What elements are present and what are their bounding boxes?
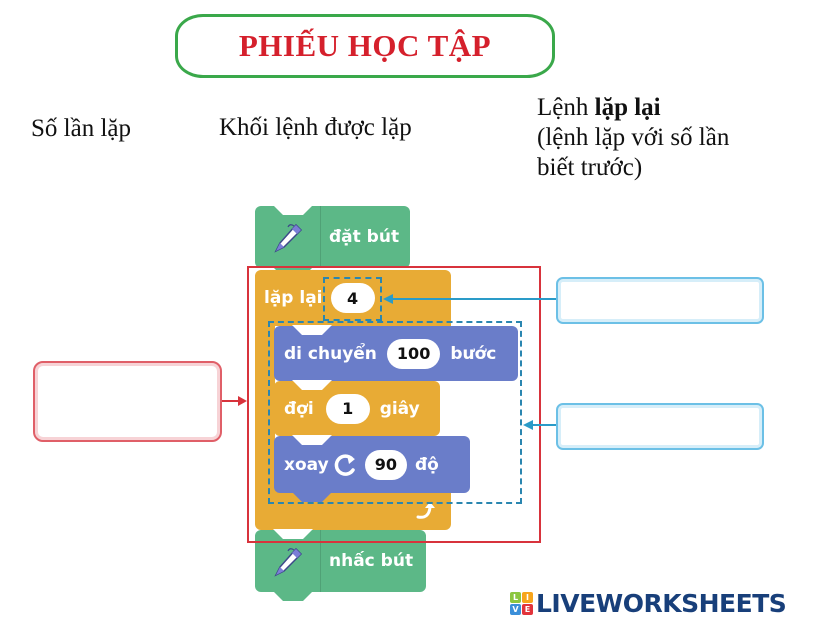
- block-move: di chuyển 100 bước: [274, 326, 518, 381]
- block-turn-unit: độ: [414, 454, 439, 475]
- logo-tile-i: I: [522, 592, 533, 603]
- block-move-label: di chuyển: [284, 343, 377, 364]
- logo-text: LIVEWORKSHEETS: [536, 589, 787, 618]
- arrow-head-blue-top: [383, 294, 393, 304]
- label-lenh-line2: (lệnh lặp với số lần: [537, 124, 730, 151]
- arrow-head-red: [238, 396, 247, 406]
- logo-tile-l: L: [510, 592, 521, 603]
- pen-icon: [255, 530, 321, 592]
- block-wait: đợi 1 giây: [274, 381, 440, 436]
- block-pen-down-label: đặt bút: [329, 227, 400, 247]
- label-lenh-line3: biết trước): [537, 154, 643, 181]
- label-lenh-bold: lặp lại: [594, 94, 661, 121]
- page-title: PHIẾU HỌC TẬP: [238, 28, 492, 63]
- logo-tile-v: V: [510, 604, 521, 615]
- wait-seconds-value[interactable]: 1: [325, 393, 370, 424]
- answer-box-repeated-block[interactable]: [556, 403, 764, 450]
- block-pen-down: đặt bút: [255, 206, 410, 268]
- turn-degrees-value[interactable]: 90: [364, 449, 407, 480]
- repeat-block-frame: [247, 266, 541, 543]
- rotate-clockwise-icon: [334, 453, 355, 476]
- move-steps-value[interactable]: 100: [386, 338, 441, 369]
- repeat-count-highlight: [323, 277, 382, 321]
- block-turn: xoay 90 độ: [274, 436, 470, 493]
- block-pen-up-label: nhấc bút: [329, 551, 414, 571]
- label-lenh-prefix: Lệnh: [537, 94, 595, 121]
- arrow-head-blue-bottom: [523, 420, 533, 430]
- block-move-unit: bước: [450, 343, 497, 364]
- block-wait-label: đợi: [284, 398, 314, 419]
- logo-tile-e: E: [522, 604, 533, 615]
- block-repeat-bottom: [255, 490, 451, 530]
- block-turn-label: xoay: [284, 454, 329, 475]
- label-repeat-command: Lệnh lặp lại (lệnh lặp với số lần biết t…: [537, 93, 729, 183]
- label-repeat-count: Số lần lặp: [31, 115, 131, 142]
- repeated-block-highlight: [268, 321, 522, 504]
- pen-icon: [255, 206, 321, 268]
- block-pen-up: nhấc bút: [255, 530, 426, 592]
- block-repeat-label: lặp lại: [264, 288, 323, 308]
- label-repeated-block: Khối lệnh được lặp: [219, 114, 412, 141]
- repeat-count-value[interactable]: 4: [330, 283, 375, 313]
- block-wait-unit: giây: [379, 398, 420, 419]
- loop-arrow-icon: [416, 502, 435, 519]
- title-box: PHIẾU HỌC TẬP: [175, 14, 555, 78]
- answer-box-repeat-command[interactable]: [556, 277, 764, 324]
- logo-tiles: L I V E: [510, 592, 533, 615]
- block-repeat-arm: [255, 324, 275, 494]
- answer-box-repeat-count[interactable]: [33, 361, 222, 442]
- liveworksheets-logo: L I V E LIVEWORKSHEETS: [510, 589, 787, 618]
